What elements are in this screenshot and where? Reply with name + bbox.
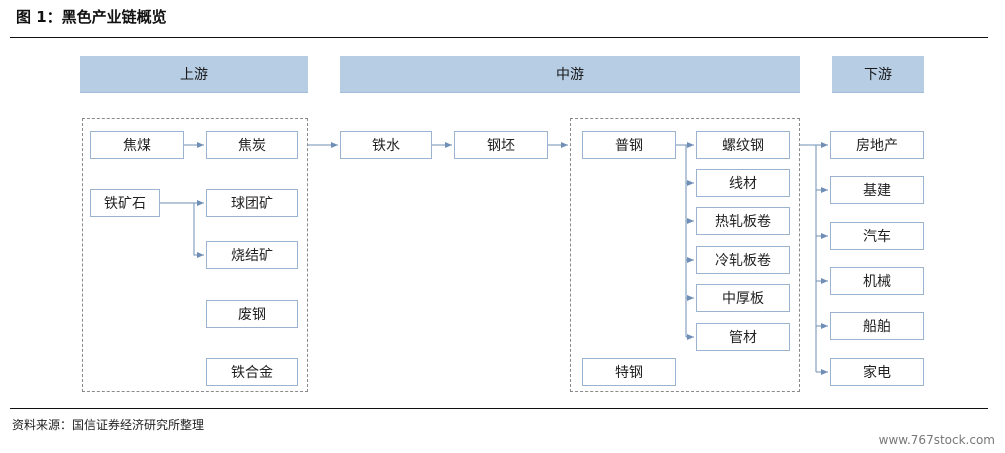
node-sinter: 烧结矿 (206, 241, 298, 269)
node-billet: 钢坯 (454, 131, 548, 159)
node-hot-rolled-coil: 热轧板卷 (696, 207, 790, 235)
node-coke: 焦炭 (206, 131, 298, 159)
node-coking-coal: 焦煤 (90, 131, 184, 159)
midstream-header: 中游 (340, 56, 800, 93)
downstream-header: 下游 (832, 56, 924, 93)
node-pipe: 管材 (696, 323, 790, 351)
node-cold-rolled-coil: 冷轧板卷 (696, 246, 790, 274)
node-medium-plate: 中厚板 (696, 284, 790, 312)
node-iron-ore: 铁矿石 (90, 189, 160, 217)
node-common-steel: 普钢 (582, 131, 676, 159)
node-home-appliances: 家电 (830, 358, 924, 386)
watermark: www.767stock.com (878, 433, 995, 447)
node-scrap-steel: 废钢 (206, 300, 298, 328)
node-rebar: 螺纹钢 (696, 131, 790, 159)
node-real-estate: 房地产 (830, 131, 924, 159)
node-shipbuilding: 船舶 (830, 312, 924, 340)
upstream-header: 上游 (80, 56, 308, 93)
top-rule (10, 37, 988, 38)
node-machinery: 机械 (830, 267, 924, 295)
node-ferroalloy: 铁合金 (206, 358, 298, 386)
figure-title: 图 1：黑色产业链概览 (16, 8, 167, 26)
source-note: 资料来源：国信证券经济研究所整理 (12, 418, 205, 432)
node-pellet: 球团矿 (206, 189, 298, 217)
node-wire-rod: 线材 (696, 169, 790, 197)
node-hot-metal: 铁水 (340, 131, 432, 159)
node-infrastructure: 基建 (830, 176, 924, 204)
steel-products-group (570, 118, 800, 392)
upstream-group (82, 118, 308, 392)
node-special-steel: 特钢 (582, 358, 676, 386)
node-automobile: 汽车 (830, 222, 924, 250)
bottom-rule (10, 408, 988, 409)
